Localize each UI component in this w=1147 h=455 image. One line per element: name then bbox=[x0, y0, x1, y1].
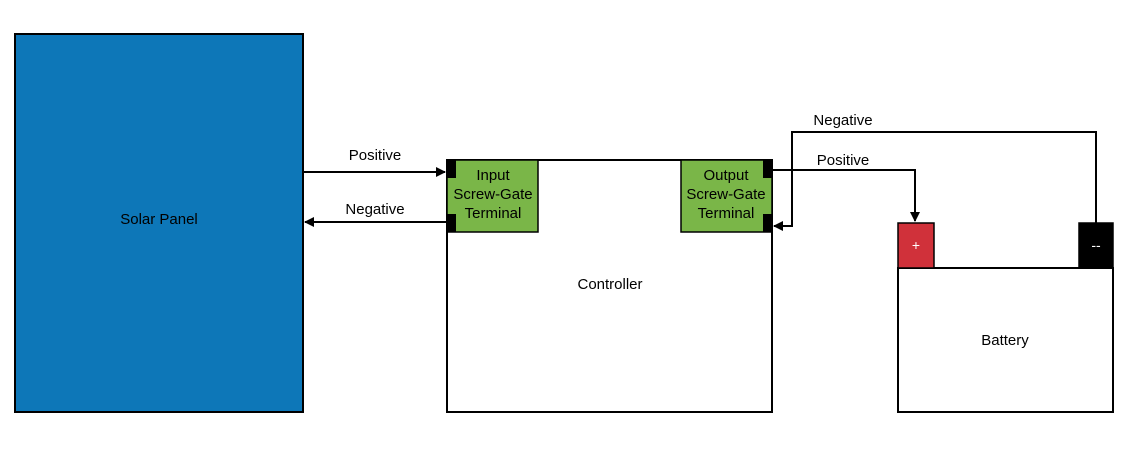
controller: Controller Input Screw-Gate Terminal Out… bbox=[446, 159, 773, 413]
input-positive-contact bbox=[447, 160, 456, 178]
battery-positive-terminal bbox=[897, 222, 935, 269]
panel-negative-label: Negative bbox=[345, 201, 404, 218]
solar-panel: Solar Panel bbox=[14, 33, 304, 413]
battery: Battery + -- bbox=[897, 222, 1114, 413]
input-terminal-box bbox=[446, 159, 539, 233]
output-negative-contact bbox=[763, 214, 772, 232]
battery-positive-wire-label: Positive bbox=[817, 152, 870, 169]
output-terminal-line3: Terminal bbox=[698, 205, 755, 222]
battery-box bbox=[897, 267, 1114, 413]
output-terminal: Output Screw-Gate Terminal bbox=[680, 159, 773, 233]
wires bbox=[303, 131, 1097, 231]
input-negative-contact bbox=[447, 214, 456, 232]
battery-negative-terminal bbox=[1078, 222, 1114, 269]
solar-panel-label: Solar Panel bbox=[120, 211, 198, 228]
input-terminal-line2: Screw-Gate bbox=[453, 186, 532, 203]
battery-positive-label: + bbox=[912, 237, 920, 253]
output-terminal-line2: Screw-Gate bbox=[686, 186, 765, 203]
battery-negative-label: -- bbox=[1091, 237, 1101, 253]
input-terminal: Input Screw-Gate Terminal bbox=[446, 159, 539, 233]
battery-negative-wire-label: Negative bbox=[813, 112, 872, 129]
output-terminal-box bbox=[680, 159, 773, 233]
panel-positive-label: Positive bbox=[349, 147, 402, 164]
battery-negative-wire bbox=[773, 131, 1097, 231]
battery-label: Battery bbox=[981, 332, 1029, 349]
solar-panel-box bbox=[14, 33, 304, 413]
output-terminal-line1: Output bbox=[703, 167, 749, 184]
controller-label: Controller bbox=[577, 276, 642, 293]
output-positive-contact bbox=[763, 160, 772, 178]
battery-positive-wire bbox=[772, 169, 920, 222]
input-terminal-line1: Input bbox=[476, 167, 510, 184]
input-terminal-line3: Terminal bbox=[465, 205, 522, 222]
